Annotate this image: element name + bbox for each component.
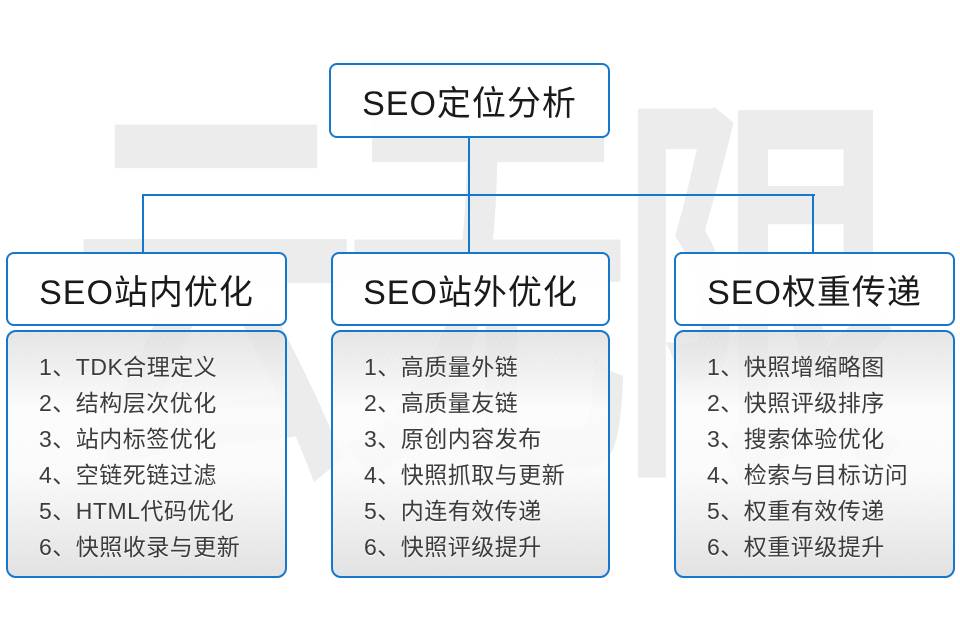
column-weight-header: SEO权重传递: [674, 252, 955, 326]
list-item: 3、搜索体验优化: [707, 426, 885, 452]
list-item: 6、快照收录与更新: [39, 534, 241, 560]
connector-drop-right: [812, 194, 814, 252]
list-item: 2、高质量友链: [364, 390, 519, 416]
column-onsite-header: SEO站内优化: [6, 252, 287, 326]
list-item: 4、空链死链过滤: [39, 462, 217, 488]
column-weight-header-label: SEO权重传递: [707, 273, 922, 312]
list-item: 5、内连有效传递: [364, 498, 542, 524]
root-node-label: SEO定位分析: [362, 85, 577, 123]
root-node: SEO定位分析: [329, 63, 610, 138]
list-item: 4、快照抓取与更新: [364, 462, 566, 488]
list-item: 2、结构层次优化: [39, 390, 217, 416]
column-offsite-header-label: SEO站外优化: [363, 273, 578, 312]
connector-drop-left: [142, 194, 144, 252]
list-item: 4、检索与目标访问: [707, 462, 909, 488]
column-onsite-header-label: SEO站内优化: [39, 273, 254, 312]
list-item: 5、权重有效传递: [707, 498, 885, 524]
list-item: 6、快照评级提升: [364, 534, 542, 560]
list-item: 1、高质量外链: [364, 354, 519, 380]
list-item: 3、站内标签优化: [39, 426, 217, 452]
list-item: 1、TDK合理定义: [39, 354, 218, 380]
column-onsite-panel: 1、TDK合理定义 2、结构层次优化 3、站内标签优化 4、空链死链过滤 5、H…: [6, 330, 287, 578]
list-item: 6、权重评级提升: [707, 534, 885, 560]
connector-root-stem: [468, 138, 470, 196]
list-item: 5、HTML代码优化: [39, 498, 235, 524]
list-item: 1、快照增缩略图: [707, 354, 885, 380]
connector-drop-center: [468, 194, 470, 252]
column-weight-panel: 1、快照增缩略图 2、快照评级排序 3、搜索体验优化 4、检索与目标访问 5、权…: [674, 330, 955, 578]
list-item: 2、快照评级排序: [707, 390, 885, 416]
connector-horizontal: [142, 194, 815, 196]
list-item: 3、原创内容发布: [364, 426, 542, 452]
column-offsite-header: SEO站外优化: [331, 252, 610, 326]
column-offsite-panel: 1、高质量外链 2、高质量友链 3、原创内容发布 4、快照抓取与更新 5、内连有…: [331, 330, 610, 578]
